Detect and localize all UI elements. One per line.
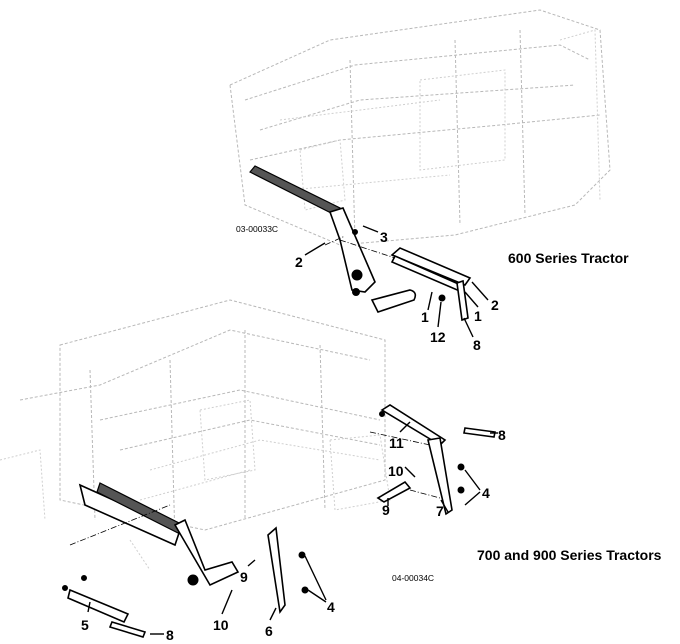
callout-2: 2 <box>491 297 499 313</box>
tractor-frame-700-900 <box>0 299 391 571</box>
top-parts <box>249 165 472 322</box>
callout-8: 8 <box>498 427 506 443</box>
callout-4: 4 <box>482 485 490 501</box>
tractor-frame-600 <box>229 9 611 246</box>
callout-2: 2 <box>295 254 303 270</box>
callout-12: 12 <box>430 329 446 345</box>
callout-1: 1 <box>474 308 482 324</box>
callout-leaders <box>87 225 498 635</box>
callout-1: 1 <box>421 309 429 325</box>
callout-3: 3 <box>380 229 388 245</box>
callout-7: 7 <box>436 503 444 519</box>
callout-10: 10 <box>213 617 229 633</box>
callout-11: 11 <box>389 435 404 451</box>
callout-8: 8 <box>166 627 174 643</box>
bottom-parts <box>62 404 496 638</box>
callout-9: 9 <box>382 502 390 518</box>
figure-code-top: 03-00033C <box>236 224 278 234</box>
caption-600-series: 600 Series Tractor <box>508 250 629 266</box>
callout-6: 6 <box>265 623 273 639</box>
caption-700-900-series: 700 and 900 Series Tractors <box>477 547 662 563</box>
callout-10: 10 <box>388 463 404 479</box>
callout-9: 9 <box>240 569 248 585</box>
figure-code-bottom: 04-00034C <box>392 573 434 583</box>
callout-8: 8 <box>473 337 481 353</box>
callout-5: 5 <box>81 617 89 633</box>
callout-4: 4 <box>327 599 335 615</box>
